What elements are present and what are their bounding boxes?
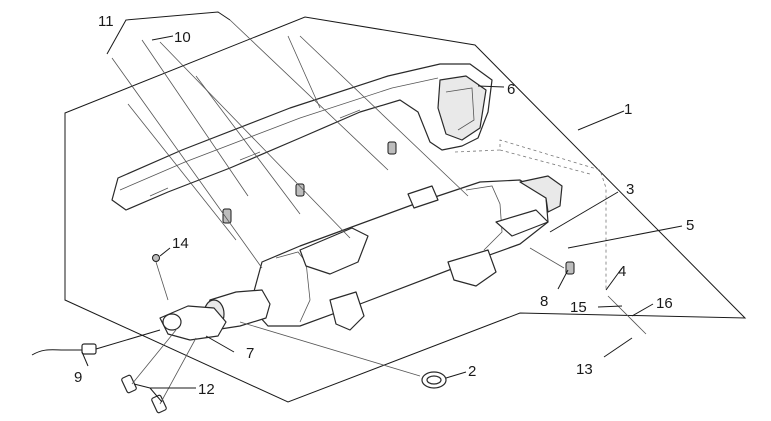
callout-2: 2 <box>468 363 476 380</box>
callout-4: 4 <box>618 263 626 280</box>
callout-10: 10 <box>174 29 191 46</box>
callout-5: 5 <box>686 217 694 234</box>
callout-12: 12 <box>198 381 215 398</box>
callout-15: 15 <box>570 299 587 316</box>
callout-9: 9 <box>74 369 82 386</box>
springs <box>222 141 575 275</box>
assembly-lines <box>111 19 647 405</box>
callout-3: 3 <box>626 181 634 198</box>
bolt-14 <box>152 254 169 301</box>
callout-6: 6 <box>507 81 515 98</box>
callout-1: 1 <box>624 101 632 118</box>
bolts-lower <box>121 374 167 414</box>
front-pipe <box>159 289 271 341</box>
callout-8: 8 <box>540 293 548 310</box>
heat-shield <box>111 63 493 211</box>
callout-14: 14 <box>172 235 189 252</box>
callout-13: 13 <box>576 361 593 378</box>
callout-16: 16 <box>656 295 673 312</box>
callout-11: 11 <box>98 13 114 30</box>
leader-lines <box>81 11 683 403</box>
callout-7: 7 <box>246 345 254 362</box>
gasket <box>421 371 447 389</box>
o2-sensor <box>31 329 161 356</box>
muffler <box>249 175 563 331</box>
mount-frame <box>454 139 607 290</box>
